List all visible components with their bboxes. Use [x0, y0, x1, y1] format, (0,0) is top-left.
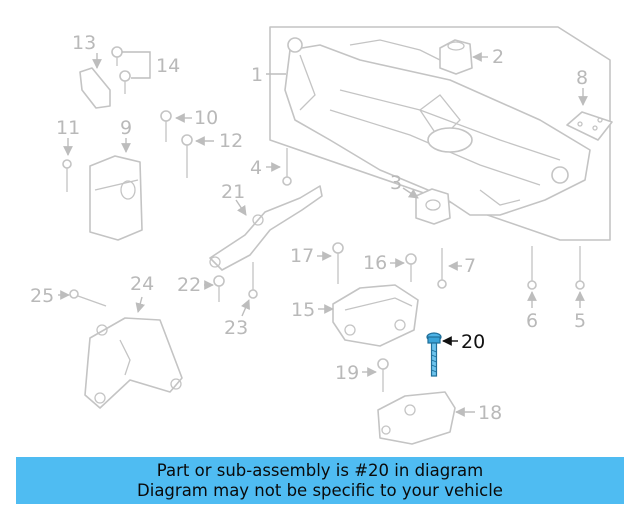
bracket-18 [377, 391, 456, 445]
bolt-11 [62, 159, 72, 192]
engine-mount-9 [89, 155, 143, 241]
bolt-16 [405, 253, 417, 282]
callout-4: 4 [250, 157, 262, 179]
callout-6: 6 [526, 310, 538, 332]
mount-3 [415, 188, 451, 225]
bracket-13 [79, 67, 111, 109]
callout-labels: 13 14 10 11 9 12 2 1 8 4 21 3 17 16 7 22… [30, 32, 588, 424]
callout-23: 23 [224, 317, 248, 339]
callout-24: 24 [130, 273, 154, 295]
info-banner: Part or sub-assembly is #20 in diagram D… [16, 457, 624, 504]
bolt-23 [248, 262, 258, 299]
callout-17: 17 [290, 245, 314, 267]
callout-18: 18 [478, 402, 502, 424]
transmission-mount-15 [332, 284, 419, 347]
callout-21: 21 [221, 181, 245, 203]
bolt-10 [160, 110, 172, 142]
bolt-25 [69, 289, 107, 307]
bolt-5 [575, 246, 585, 290]
banner-line-2: Diagram may not be specific to your vehi… [137, 480, 503, 500]
callout-19: 19 [335, 362, 359, 384]
callout-16: 16 [363, 252, 387, 274]
callout-22: 22 [177, 274, 201, 296]
callout-12: 12 [219, 130, 243, 152]
banner-line-1: Part or sub-assembly is #20 in diagram [156, 460, 484, 480]
bolt-22 [213, 275, 225, 302]
callout-10: 10 [194, 107, 218, 129]
callout-3: 3 [390, 172, 402, 194]
callout-8: 8 [576, 67, 588, 89]
torque-rod-21 [209, 185, 323, 271]
callout-9: 9 [120, 117, 132, 139]
callout-7: 7 [464, 255, 476, 277]
bolt-4 [282, 148, 292, 186]
bolt-19 [377, 358, 389, 392]
bolt-7 [437, 248, 447, 289]
plate-8 [566, 111, 613, 141]
callout-2: 2 [492, 46, 504, 68]
bolt-12 [181, 134, 193, 178]
bolt-20-highlighted [426, 332, 442, 377]
bolt-17 [332, 242, 344, 284]
callout-14: 14 [156, 55, 180, 77]
callout-15: 15 [291, 299, 315, 321]
callout-25: 25 [30, 285, 54, 307]
callout-5: 5 [574, 310, 586, 332]
subframe [269, 26, 611, 241]
callout-1: 1 [251, 64, 263, 86]
mount-2 [439, 39, 473, 75]
callout-20: 20 [461, 331, 485, 353]
leader-lines [58, 52, 588, 417]
bolts-14 [111, 46, 151, 94]
bolt-6 [527, 246, 537, 290]
callout-13: 13 [72, 32, 96, 54]
bracket-24 [84, 317, 183, 409]
callout-11: 11 [56, 117, 80, 139]
